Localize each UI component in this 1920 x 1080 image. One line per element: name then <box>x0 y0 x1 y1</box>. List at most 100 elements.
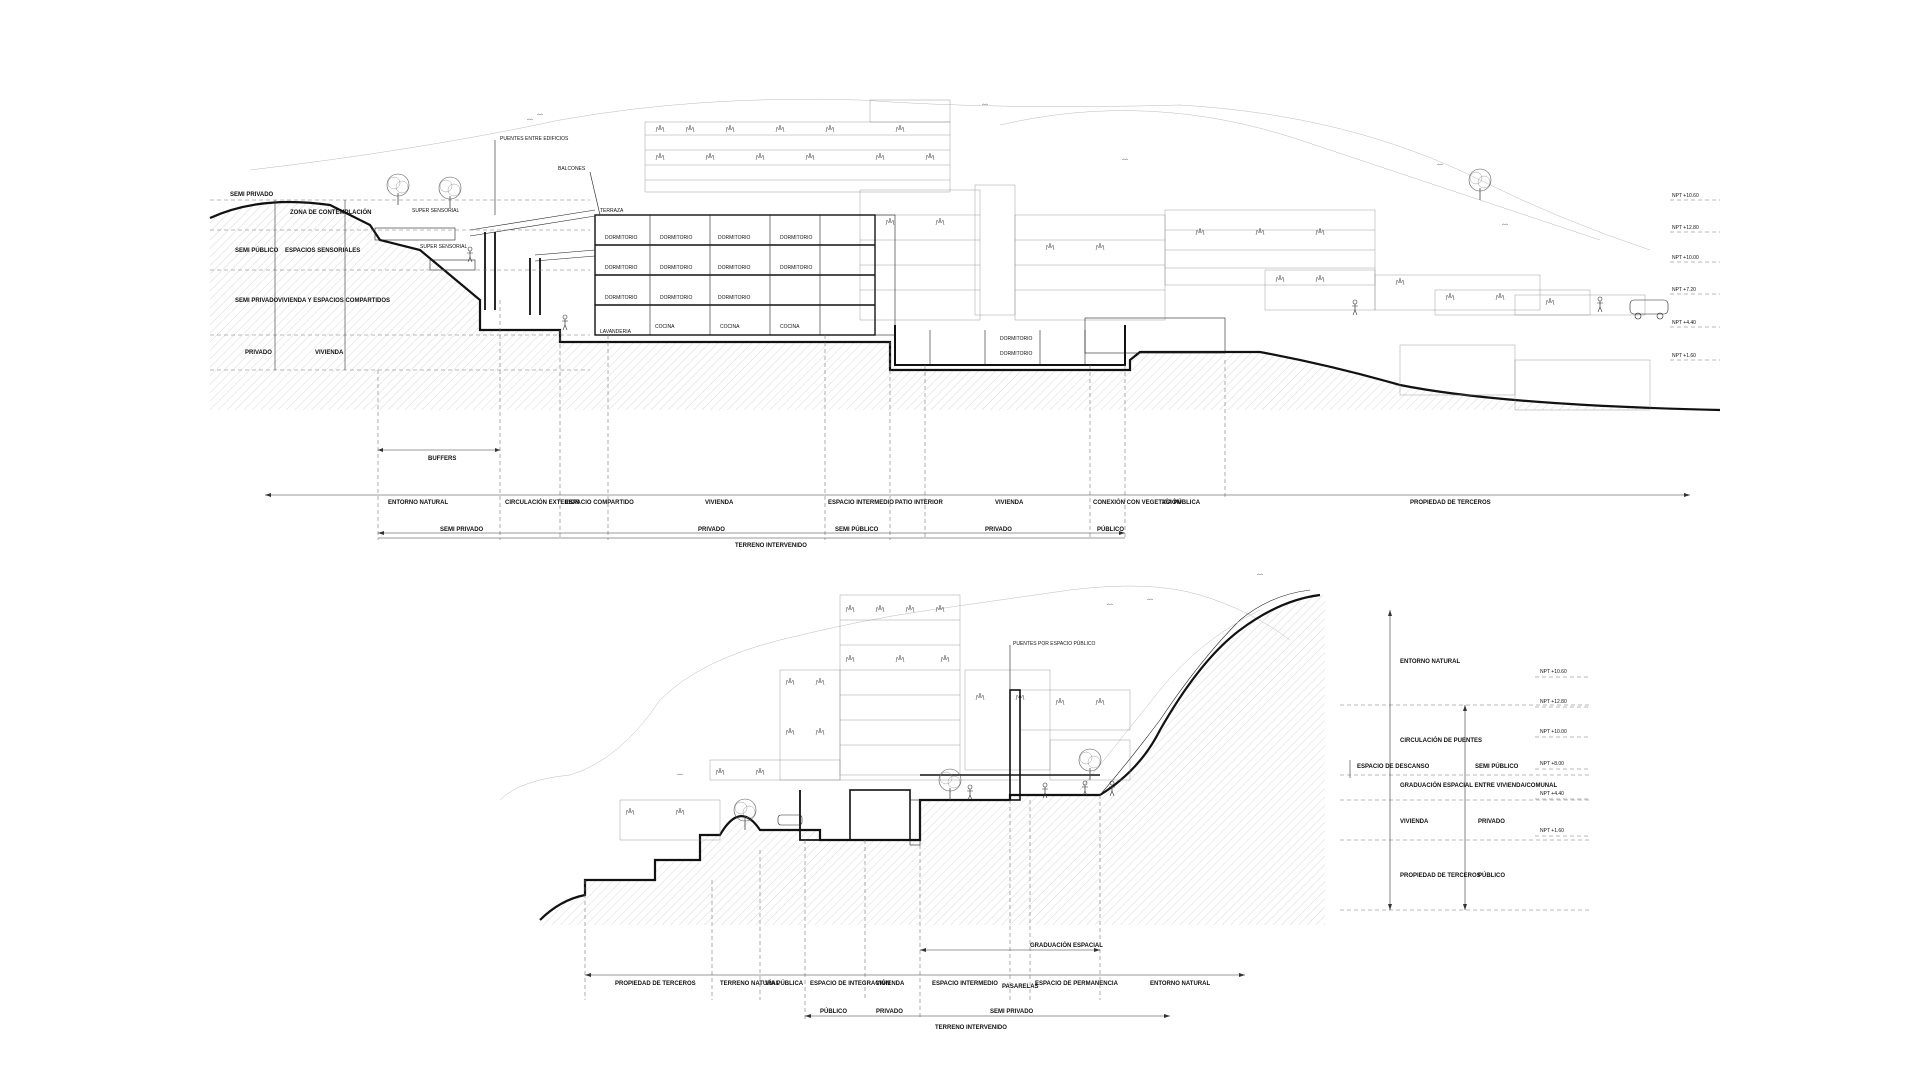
top-use-label: VIVIENDA Y ESPACIOS COMPARTIDOS <box>278 298 390 304</box>
bottom-section: PUENTES POR ESPACIO PÚBLICO ENTORNO NATU… <box>499 573 1590 1031</box>
top-background-hill-2 <box>999 110 1601 241</box>
bottom-ground-hatch <box>540 595 1325 925</box>
room-label: DORMITORIO <box>660 295 693 301</box>
top-main-building <box>594 214 896 336</box>
top-use-label: VIVIENDA <box>315 350 344 356</box>
top-callout-label: SUPER SENSORIAL <box>420 244 467 250</box>
bottom-zone-dividers <box>584 795 1101 1020</box>
zone-label: PROPIEDAD DE TERCEROS <box>615 981 696 987</box>
privacy-label: SEMI PÚBLICO <box>835 526 879 533</box>
right-use-label: CIRCULACIÓN DE PUENTES <box>1400 736 1482 744</box>
top-bridges <box>374 209 596 315</box>
bottom-right-levels: ENTORNO NATURAL CIRCULACIÓN DE PUENTES E… <box>1340 610 1590 911</box>
top-back-buildings <box>644 99 1651 411</box>
top-people <box>466 246 1604 331</box>
top-npt-levels: NPT +10.60 NPT +12.80 NPT +10.00 NPT +7.… <box>1670 193 1720 361</box>
privacy-label: PRIVADO <box>876 1009 903 1015</box>
top-level-label: SEMI PÚBLICO <box>235 247 279 254</box>
npt-label: NPT +12.80 <box>1672 225 1699 231</box>
zone-label: ESPACIO INTERMEDIO <box>828 500 894 506</box>
bottom-privacy-dim: PÚBLICO PRIVADO SEMI PRIVADO TERRENO INT… <box>805 1008 1170 1031</box>
npt-label: NPT +8.00 <box>1540 761 1564 767</box>
zone-label: VIVIENDA <box>876 981 905 987</box>
room-label: LAVANDERIA <box>600 329 632 335</box>
car-icon <box>1629 299 1669 315</box>
room-label: COCINA <box>655 324 675 330</box>
top-car <box>1629 299 1669 320</box>
right-use-label: ESPACIO DE DESCANSO <box>1357 764 1430 770</box>
bottom-towers <box>619 594 1131 841</box>
tree-icon <box>438 176 462 209</box>
zone-label: ESPACIO DE PERMANENCIA <box>1035 981 1119 987</box>
tree-icon <box>386 173 410 206</box>
right-use-label: ENTORNO NATURAL <box>1400 659 1460 665</box>
top-callouts: PUENTES ENTRE EDIFICIOS BALCONES SUPER S… <box>412 136 601 250</box>
top-callout-label: PUENTES ENTRE EDIFICIOS <box>500 136 569 142</box>
top-level-label: SEMI PRIVADO <box>230 192 274 198</box>
right-privacy-label: PRIVADO <box>1478 819 1505 825</box>
bird-icon <box>1146 598 1154 601</box>
bottom-ground-line <box>539 593 1321 921</box>
bird-icon <box>1106 603 1114 606</box>
npt-label: NPT +4.40 <box>1672 320 1696 326</box>
room-label: COCINA <box>780 324 800 330</box>
room-label: DORMITORIO <box>718 235 751 241</box>
bird-icon <box>1436 163 1444 166</box>
bird-icon <box>536 113 544 116</box>
top-level-label: SEMI PRIVADO <box>235 298 279 304</box>
privacy-label: PRIVADO <box>698 527 725 533</box>
privacy-label: PÚBLICO <box>1097 526 1124 533</box>
bottom-callout: PUENTES POR ESPACIO PÚBLICO <box>1009 640 1096 690</box>
top-room-labels: TERRAZA DORMITORIO DORMITORIO DORMITORIO… <box>600 208 1033 357</box>
zone-label: CIRCULACIÓN EXTERIOR <box>505 498 580 506</box>
room-label: DORMITORIO <box>605 265 638 271</box>
room-label: DORMITORIO <box>780 265 813 271</box>
top-privacy-dim: SEMI PRIVADO PRIVADO SEMI PÚBLICO PRIVAD… <box>378 526 1125 549</box>
room-label: DORMITORIO <box>718 295 751 301</box>
terrain-label: TERRENO INTERVENIDO <box>935 1025 1007 1031</box>
top-background-hill <box>249 98 1651 251</box>
zone-label: ENTORNO NATURAL <box>388 500 448 506</box>
npt-label: NPT +10.00 <box>1540 729 1567 735</box>
zone-label: ESPACIO INTERMEDIO <box>932 981 998 987</box>
zone-label: TERRENO NATURAL <box>720 981 780 987</box>
zone-label: VÍA PÚBLICA <box>765 979 804 987</box>
bottom-path-line <box>1079 609 1261 791</box>
bottom-slope-line <box>1099 589 1311 796</box>
bottom-zone-dim: PROPIEDAD DE TERCEROS TERRENO NATURAL VÍ… <box>585 973 1245 990</box>
bird-icon <box>526 118 534 121</box>
room-label: DORMITORIO <box>605 235 638 241</box>
zone-label: ESPACIO DE INTEGRACIÓN <box>810 979 890 987</box>
person-icon <box>561 314 569 331</box>
bottom-background-hill <box>499 585 1291 801</box>
privacy-label: PRIVADO <box>985 527 1012 533</box>
bottom-graduation-dim: GRADUACIÓN ESPACIAL <box>920 941 1103 952</box>
top-buffers-dim: BUFFERS <box>378 448 500 462</box>
top-trees <box>386 168 1492 209</box>
privacy-label: SEMI PRIVADO <box>990 1009 1034 1015</box>
top-section: SEMI PRIVADO SEMI PÚBLICO SEMI PRIVADO P… <box>209 98 1721 549</box>
room-label: DORMITORIO <box>605 295 638 301</box>
tree-icon <box>938 768 962 801</box>
npt-label: NPT +1.60 <box>1540 828 1564 834</box>
car-icon <box>777 814 803 826</box>
zone-label: PATIO INTERIOR <box>895 500 943 506</box>
zone-label: ESPACIO COMPARTIDO <box>565 500 634 506</box>
room-label: DORMITORIO <box>660 235 693 241</box>
top-ground-hatch <box>210 201 1720 410</box>
room-label: DORMITORIO <box>780 235 813 241</box>
bottom-car <box>777 814 803 826</box>
npt-label: NPT +4.40 <box>1540 791 1564 797</box>
zone-label: VÍA PÚBLICA <box>1162 498 1201 506</box>
room-label: TERRAZA <box>600 208 624 214</box>
right-use-label: GRADUACIÓN ESPACIAL ENTRE VIVIENDA/COMUN… <box>1400 781 1557 789</box>
zone-label: PASARELAS <box>1002 984 1039 990</box>
privacy-label: PÚBLICO <box>820 1008 847 1015</box>
right-use-label: VIVIENDA <box>1400 819 1429 825</box>
bottom-terrace-plants <box>625 604 1105 816</box>
npt-label: NPT +10.00 <box>1672 255 1699 261</box>
top-ground-line <box>209 200 1721 412</box>
graduation-label: GRADUACIÓN ESPACIAL <box>1030 941 1103 949</box>
terrain-label: TERRENO INTERVENIDO <box>735 543 807 549</box>
